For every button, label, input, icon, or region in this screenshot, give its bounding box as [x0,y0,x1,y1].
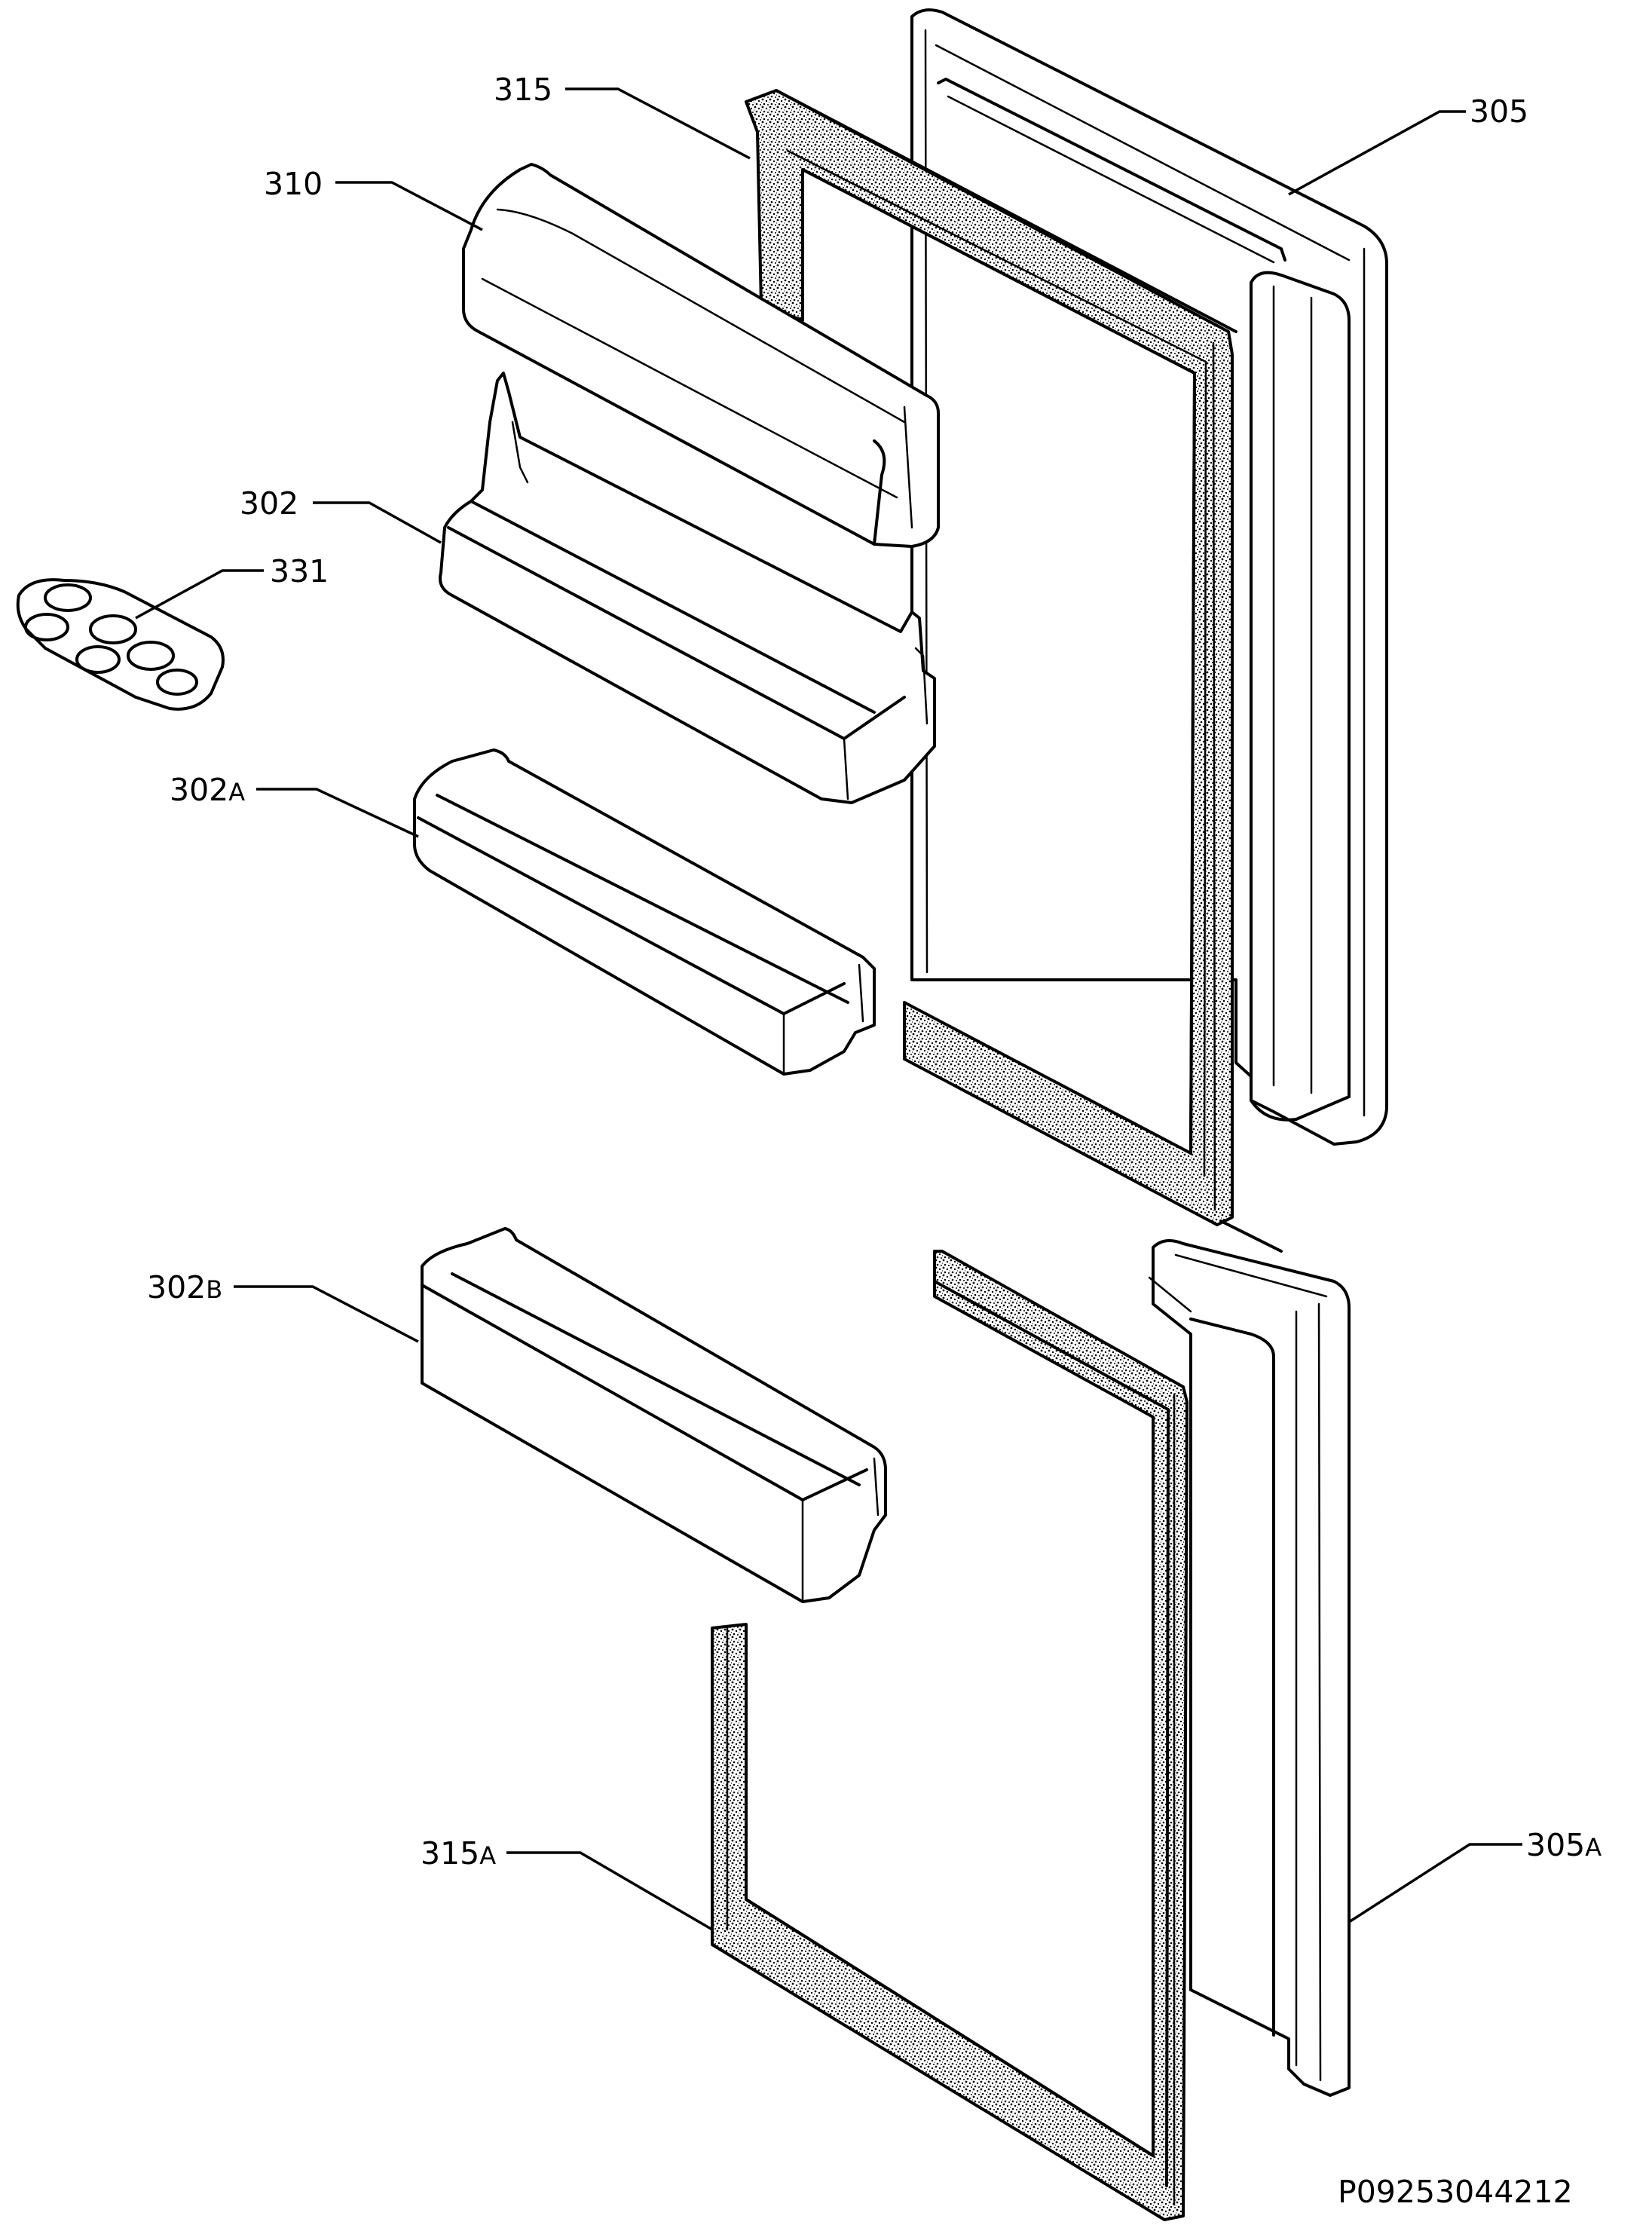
label-302a: 302A [170,772,245,808]
leader-331 [135,569,264,620]
lower-gasket [711,1250,1189,2221]
diagram-code: P09253044212 [1338,2174,1573,2210]
door-shelf-302a [413,748,876,1076]
leader-305 [1288,110,1466,196]
leader-302a [256,788,419,838]
label-305: 305 [1470,93,1528,130]
door-shelf-302 [439,372,936,804]
label-310: 310 [264,166,323,202]
label-315: 315 [494,72,552,108]
door-shelf-302b [421,1227,887,1603]
label-305a: 305A [1526,1827,1602,1863]
leader-305a [1348,1843,1522,1924]
leader-315a [506,1851,713,1931]
leader-lines [135,87,1522,1931]
leader-302 [313,501,442,544]
label-302: 302 [240,485,298,522]
leader-310 [335,181,483,231]
label-315a: 315A [421,1835,496,1872]
egg-tray-331 [16,578,225,711]
leader-302b [234,1285,419,1343]
leader-315 [565,87,751,160]
lower-door-panel [1148,1220,1351,2097]
label-302b: 302B [147,1269,222,1305]
label-331: 331 [270,553,329,589]
top-cover-310 [462,163,940,548]
upper-door-panel [910,8,1388,1146]
